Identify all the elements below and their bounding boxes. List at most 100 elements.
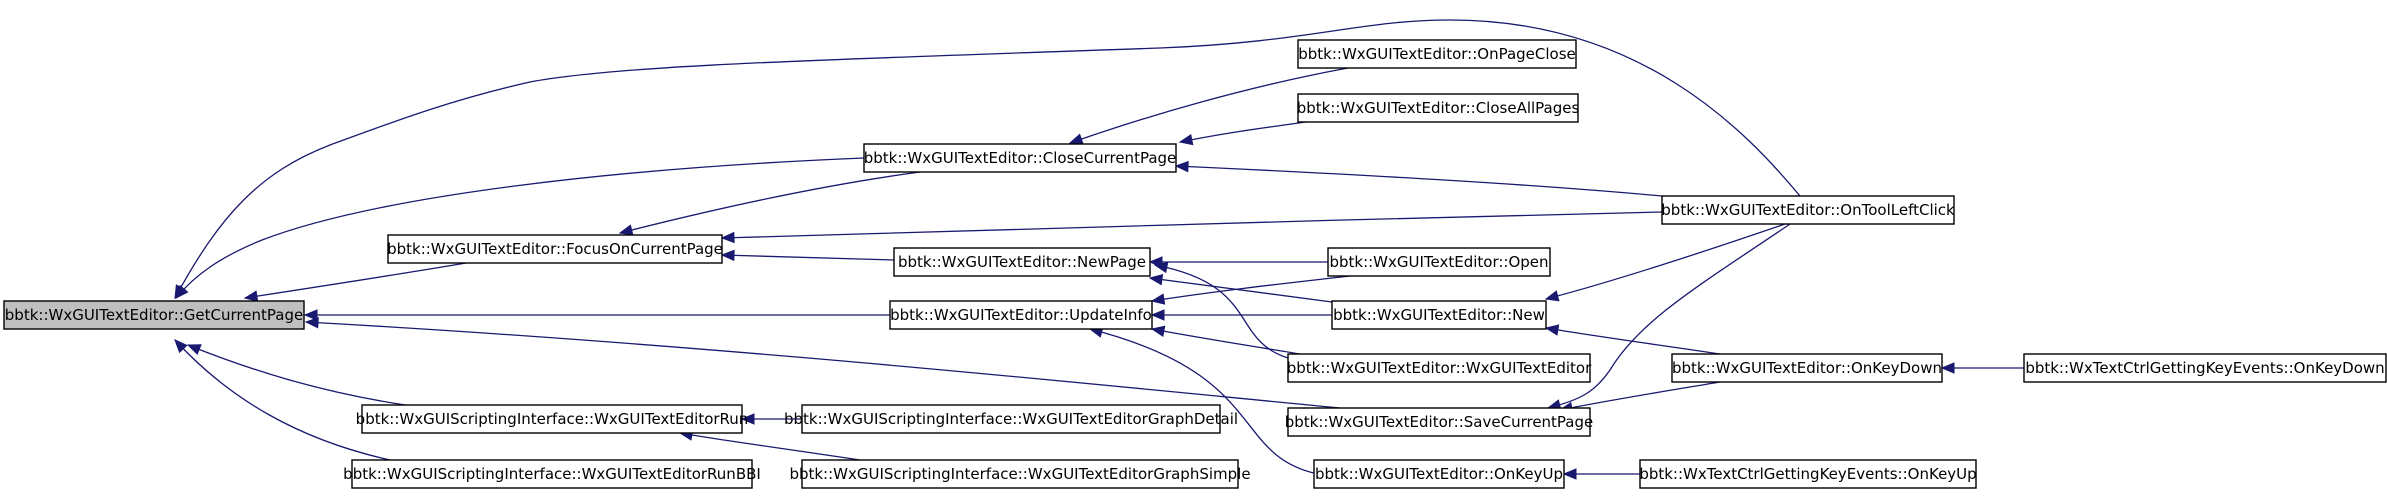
node-n14[interactable]: bbtk::WxGUIScriptingInterface::WxGUIText… (784, 404, 1238, 434)
edge-line (721, 211, 1663, 239)
node-box (3, 300, 305, 330)
node-box (1287, 353, 1591, 383)
node-label: bbtk::WxTextCtrlGettingKeyEvents::OnKeyD… (2025, 359, 2384, 377)
node-n7[interactable]: bbtk::WxGUITextEditor::Open (1327, 247, 1551, 277)
node-label: bbtk::WxGUIScriptingInterface::WxGUIText… (343, 465, 761, 483)
edge-line (187, 344, 406, 406)
node-label: bbtk::WxGUIScriptingInterface::WxGUIText… (356, 410, 749, 428)
node-n15[interactable]: bbtk::WxGUITextEditor::SaveCurrentPage (1285, 407, 1594, 437)
edge-n7-to-n8 (1150, 275, 1351, 305)
arrowhead-icon (304, 316, 319, 329)
node-label: bbtk::WxGUIScriptingInterface::WxGUIText… (784, 410, 1238, 428)
arrowhead-icon (1174, 160, 1189, 173)
node-box (351, 459, 753, 489)
node-label: bbtk::WxGUITextEditor::OnKeyUp (1315, 465, 1563, 483)
edge-n5-to-n9 (1544, 223, 1786, 302)
edge-line (1175, 165, 1663, 197)
node-n11[interactable]: bbtk::WxGUITextEditor::OnKeyDown (1671, 353, 1943, 383)
arrowhead-icon (1544, 290, 1560, 302)
node-n4[interactable]: bbtk::WxGUITextEditor::CloseAllPages (1297, 93, 1580, 123)
node-box (863, 143, 1177, 173)
nodes-layer: bbtk::WxGUITextEditor::GetCurrentPagebbt… (3, 39, 2387, 489)
edge-n10-to-n6 (1153, 261, 1289, 359)
node-label: bbtk::WxGUITextEditor::CloseCurrentPage (864, 149, 1177, 167)
edge-line (1547, 223, 1791, 409)
node-label: bbtk::WxGUITextEditor::Open (1329, 253, 1548, 271)
node-box (893, 247, 1151, 277)
edge-line (1179, 119, 1321, 143)
edge-n6-to-n1 (720, 249, 895, 262)
edge-line (1545, 223, 1786, 300)
node-label: bbtk::WxGUITextEditor::WxGUITextEditor (1287, 359, 1592, 377)
node-n8[interactable]: bbtk::WxGUITextEditor::UpdateInfo (889, 300, 1153, 330)
edge-line (1151, 328, 1301, 355)
arrowhead-icon (186, 344, 202, 355)
edge-line (619, 171, 921, 234)
edge-n5-to-n1 (720, 211, 1663, 244)
arrowhead-icon (174, 339, 188, 354)
node-box (1313, 459, 1565, 489)
node-box (801, 404, 1221, 434)
arrowhead-icon (303, 309, 318, 321)
edge-n4-to-n2 (1178, 119, 1321, 146)
node-n3[interactable]: bbtk::WxGUITextEditor::OnPageClose (1297, 39, 1577, 69)
node-box (1671, 353, 1943, 383)
arrowhead-icon (174, 284, 187, 300)
node-n5[interactable]: bbtk::WxGUITextEditor::OnToolLeftClick (1661, 195, 1955, 225)
edge-line (721, 254, 895, 261)
edge-line (244, 262, 467, 299)
edge-n2-to-n1 (618, 171, 921, 236)
edge-n15-to-n0 (304, 316, 1341, 409)
node-n9[interactable]: bbtk::WxGUITextEditor::New (1331, 300, 1547, 330)
node-label: bbtk::WxGUITextEditor::OnPageClose (1298, 45, 1576, 63)
arrowhead-icon (1940, 362, 1955, 374)
node-box (1639, 459, 1977, 489)
node-n10[interactable]: bbtk::WxGUITextEditor::WxGUITextEditor (1287, 353, 1592, 383)
edge-n16-to-n0 (174, 339, 391, 461)
node-box (1297, 93, 1579, 123)
arrowhead-icon (1150, 293, 1166, 305)
arrowhead-icon (1562, 468, 1577, 480)
node-box (1327, 247, 1551, 277)
edge-n7-to-n6 (1148, 256, 1328, 268)
node-label: bbtk::WxGUITextEditor::SaveCurrentPage (1285, 413, 1594, 431)
edge-n14-to-n13 (740, 413, 802, 425)
node-box (889, 300, 1153, 330)
edge-line (175, 157, 865, 299)
node-label: bbtk::WxGUITextEditor::FocusOnCurrentPag… (387, 240, 723, 258)
arrowhead-icon (1150, 309, 1165, 321)
node-n2[interactable]: bbtk::WxGUITextEditor::CloseCurrentPage (863, 143, 1177, 173)
node-n17[interactable]: bbtk::WxGUIScriptingInterface::WxGUIText… (789, 459, 1251, 489)
edge-n18-to-n8 (1088, 326, 1319, 475)
node-n1[interactable]: bbtk::WxGUITextEditor::FocusOnCurrentPag… (387, 234, 723, 264)
node-box (2023, 353, 2387, 383)
node-box (1287, 407, 1591, 437)
node-n19[interactable]: bbtk::WxTextCtrlGettingKeyEvents::OnKeyU… (1639, 459, 1977, 489)
arrowhead-icon (243, 290, 259, 302)
node-label: bbtk::WxGUITextEditor::OnToolLeftClick (1661, 201, 1955, 219)
arrowhead-icon (1150, 325, 1166, 337)
node-box (387, 234, 723, 264)
node-box (1661, 195, 1955, 225)
node-n0[interactable]: bbtk::WxGUITextEditor::GetCurrentPage (3, 300, 305, 330)
arrowhead-icon (720, 231, 735, 244)
arrowhead-icon (1544, 324, 1560, 336)
node-box (1297, 39, 1577, 69)
node-label: bbtk::WxGUITextEditor::NewPage (898, 253, 1146, 271)
node-box (1331, 300, 1547, 330)
arrowhead-icon (1153, 261, 1169, 274)
node-n16[interactable]: bbtk::WxGUIScriptingInterface::WxGUIText… (343, 459, 761, 489)
node-n12[interactable]: bbtk::WxTextCtrlGettingKeyEvents::OnKeyD… (2023, 353, 2387, 383)
edge-n5-to-n0 (174, 19, 1801, 300)
node-n13[interactable]: bbtk::WxGUIScriptingInterface::WxGUIText… (356, 404, 749, 434)
arrowhead-icon (720, 249, 735, 262)
arrowhead-icon (618, 224, 634, 236)
edge-n2-to-n0 (175, 157, 865, 299)
node-n6[interactable]: bbtk::WxGUITextEditor::NewPage (893, 247, 1151, 277)
edge-line (679, 432, 861, 461)
node-label: bbtk::WxGUITextEditor::CloseAllPages (1297, 99, 1580, 117)
edge-line (1151, 275, 1351, 302)
arrowhead-icon (1148, 274, 1164, 286)
node-n18[interactable]: bbtk::WxGUITextEditor::OnKeyUp (1313, 459, 1565, 489)
